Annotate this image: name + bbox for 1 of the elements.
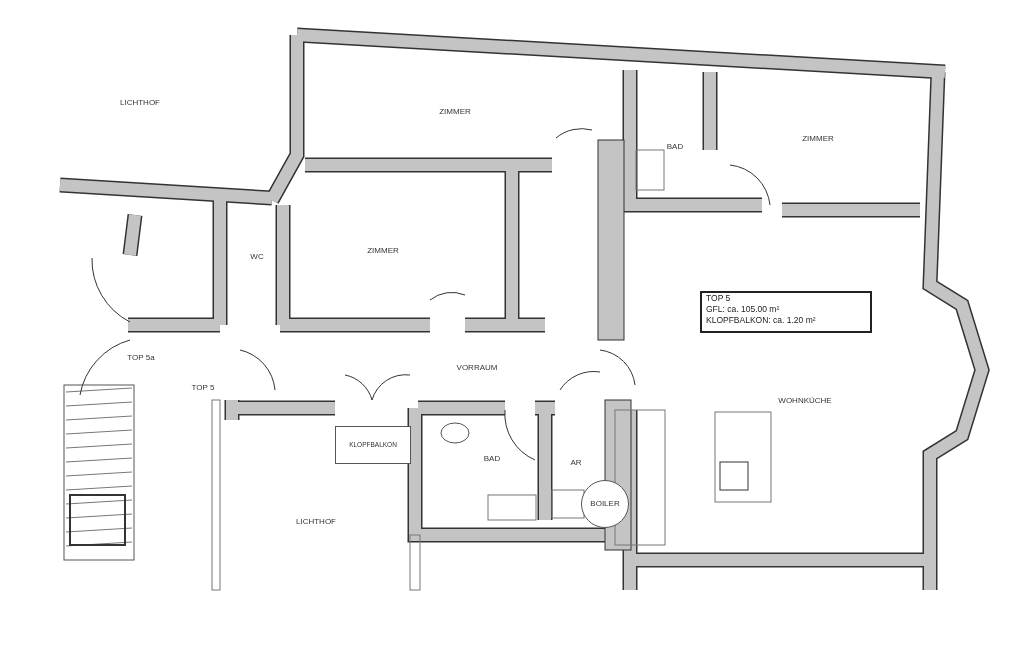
- info-box: TOP 5 GFL: ca. 105.00 m² KLOPFBALKON: ca. 1.20 m²: [700, 291, 872, 333]
